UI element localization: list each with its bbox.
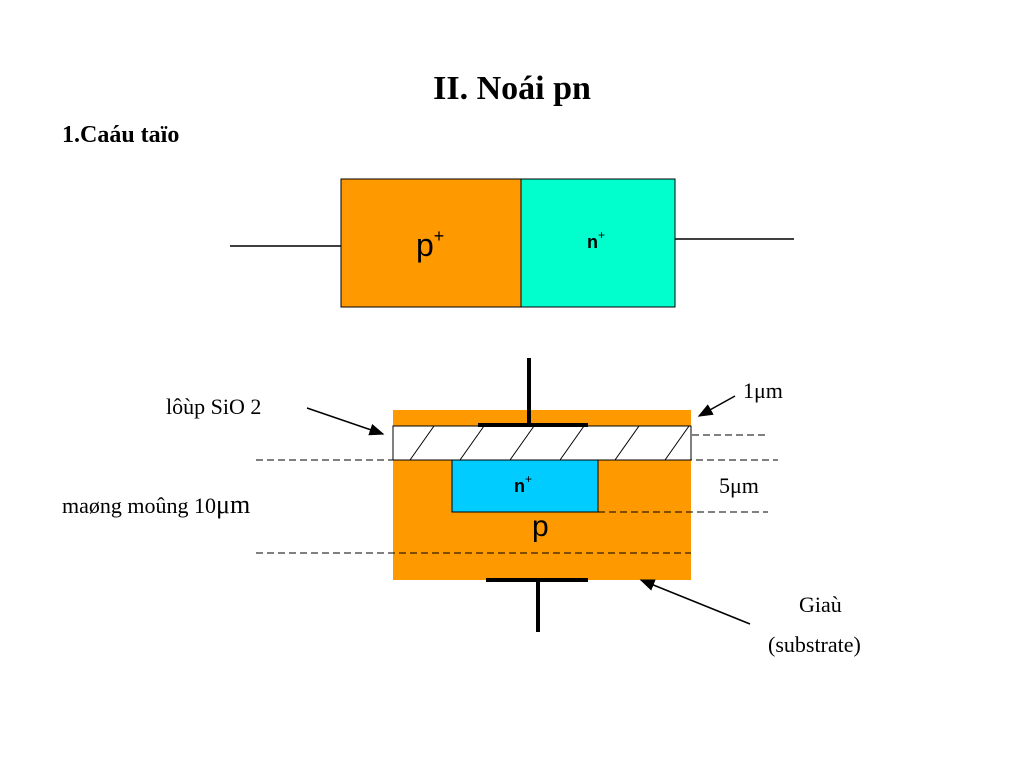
diode-n-label: n+ xyxy=(587,228,605,252)
substrate-arrow xyxy=(639,579,751,625)
junction-depth-label: 5μm xyxy=(719,473,759,499)
oxide-thickness-arrow xyxy=(697,395,736,417)
sio2-label: lôùp SiO 2 xyxy=(166,394,262,419)
substrate-label: Giaù xyxy=(799,592,842,617)
sio2-layer xyxy=(392,425,692,461)
substrate-p-label: p xyxy=(532,510,549,543)
section-heading: 1.Caáu taïo xyxy=(62,122,180,148)
diode-p-region xyxy=(340,178,522,308)
oxide-thickness-label: 1μm xyxy=(743,378,783,404)
junction-depth-unit: μm xyxy=(730,473,759,498)
wafer-thickness-label: maøng moûng 10μm xyxy=(62,490,250,520)
well-n-label: n+ xyxy=(514,472,532,496)
diode-n-region xyxy=(520,178,676,308)
slide-title: II. Noái pn xyxy=(433,70,591,107)
substrate-label-english: (substrate) xyxy=(768,632,861,657)
oxide-thickness-unit: μm xyxy=(754,378,783,403)
oxide-thickness-value: 1 xyxy=(743,378,754,403)
wafer-thickness-unit: μm xyxy=(216,490,251,519)
sio2-hatching xyxy=(409,425,690,461)
sio2-arrow xyxy=(306,407,385,436)
wafer-thickness-text: maøng moûng 10 xyxy=(62,493,216,518)
n-plus-well xyxy=(451,459,599,513)
diode-p-label: p+ xyxy=(416,226,444,263)
junction-depth-value: 5 xyxy=(719,473,730,498)
